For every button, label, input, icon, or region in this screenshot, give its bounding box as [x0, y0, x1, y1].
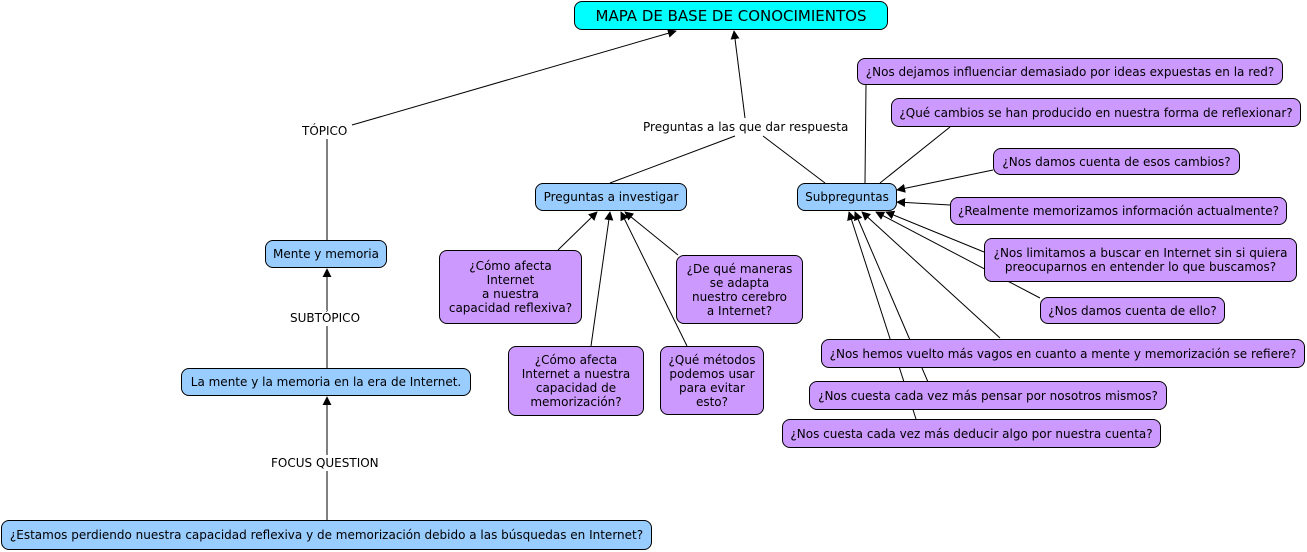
node-focus-question: ¿Estamos perdiendo nuestra capacidad ref… [1, 520, 652, 550]
subquestion-esos-cambios: ¿Nos damos cuenta de esos cambios? [993, 148, 1240, 175]
subquestion-limitamos-buscar: ¿Nos limitamos a buscar en Internet sin … [984, 238, 1297, 282]
subquestion-pensar-nosotros: ¿Nos cuesta cada vez más pensar por noso… [809, 381, 1167, 410]
question-metodos: ¿Qué métodos podemos usar para evitar es… [660, 346, 764, 415]
label-topico: TÓPICO [300, 123, 350, 139]
question-reflexiva: ¿Cómo afecta Internet a nuestra capacida… [439, 250, 582, 324]
root-concept: MAPA DE BASE DE CONOCIMIENTOS [574, 1, 888, 30]
subquestion-deducir: ¿Nos cuesta cada vez más deducir algo po… [782, 419, 1161, 448]
edge-sub-to-label [762, 135, 826, 184]
edge-topico-to-root [351, 28, 677, 126]
subquestion-influenciar: ¿Nos dejamos influenciar demasiado por i… [857, 58, 1283, 85]
question-cerebro-adapta: ¿De qué maneras se adapta nuestro cerebr… [676, 255, 803, 324]
edge-inv-2 [624, 211, 679, 256]
edge-inv-4 [620, 211, 688, 347]
edge-sub-q7 [861, 211, 1001, 339]
question-memorizacion: ¿Cómo afecta Internet a nuestra capacida… [508, 346, 644, 416]
label-focus-question: FOCUS QUESTION [269, 455, 381, 471]
subquestion-cambios-reflexionar: ¿Qué cambios se han producido en nuestra… [891, 98, 1301, 127]
edge-investigar-to-label [609, 135, 736, 184]
node-preguntas-investigar: Preguntas a investigar [535, 183, 687, 211]
edge-sub-q6 [875, 211, 1041, 299]
edge-inv-3 [590, 211, 614, 347]
node-subpreguntas: Subpreguntas [797, 183, 897, 211]
edge-sub-q5 [885, 210, 985, 253]
subquestion-memorizamos: ¿Realmente memorizamos información actua… [950, 197, 1287, 225]
edge-sub-q1 [864, 83, 867, 184]
edge-sub-q2 [879, 126, 951, 184]
label-preguntas-respuesta: Preguntas a las que dar respuesta [641, 119, 851, 135]
edge-sub-q4 [896, 197, 951, 207]
node-mente-memoria: Mente y memoria [265, 240, 387, 268]
label-subtopico: SUBTÓPICO [288, 310, 363, 326]
subquestion-mas-vagos: ¿Nos hemos vuelto más vagos en cuanto a … [821, 339, 1305, 368]
edge-preguntas-to-root [730, 30, 746, 119]
subquestion-damos-cuenta-ello: ¿Nos damos cuenta de ello? [1040, 297, 1225, 324]
edge-inv-1 [557, 211, 598, 251]
edge-sub-q3 [896, 169, 994, 193]
node-mente-era-internet: La mente y la memoria en la era de Inter… [181, 368, 471, 396]
